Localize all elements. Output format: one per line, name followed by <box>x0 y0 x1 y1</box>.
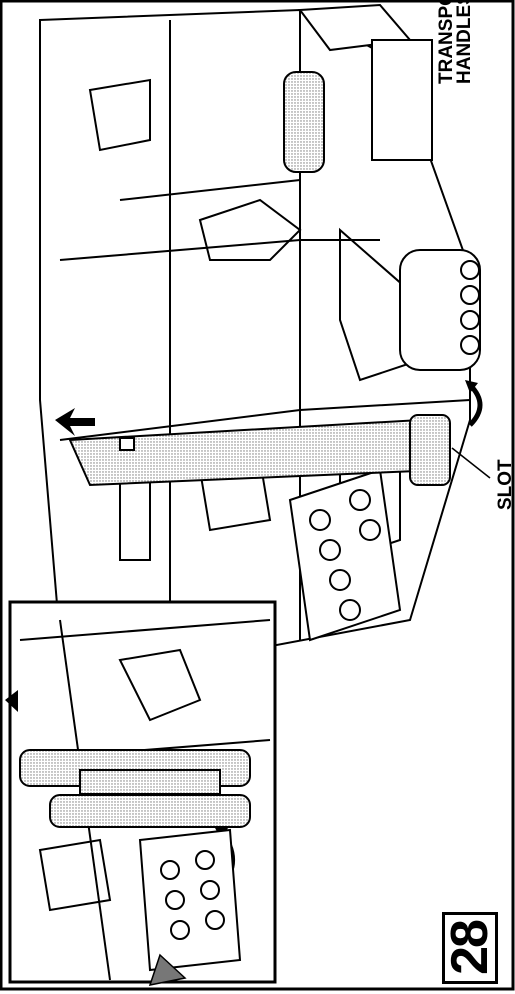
transport-handles-label: TRANSPORT HANDLES <box>436 0 475 84</box>
step-number: 28 <box>441 921 499 975</box>
tube-part <box>68 414 451 487</box>
slot-label: SLOT <box>495 459 515 510</box>
inset-panel <box>5 600 277 986</box>
step-number-box: 28 <box>441 912 499 984</box>
upper-track <box>283 3 481 371</box>
lower-track <box>288 468 402 642</box>
transport-line-2: HANDLES <box>454 0 475 84</box>
slot-leader-line <box>451 447 491 479</box>
insert-arrow-left <box>55 408 95 436</box>
